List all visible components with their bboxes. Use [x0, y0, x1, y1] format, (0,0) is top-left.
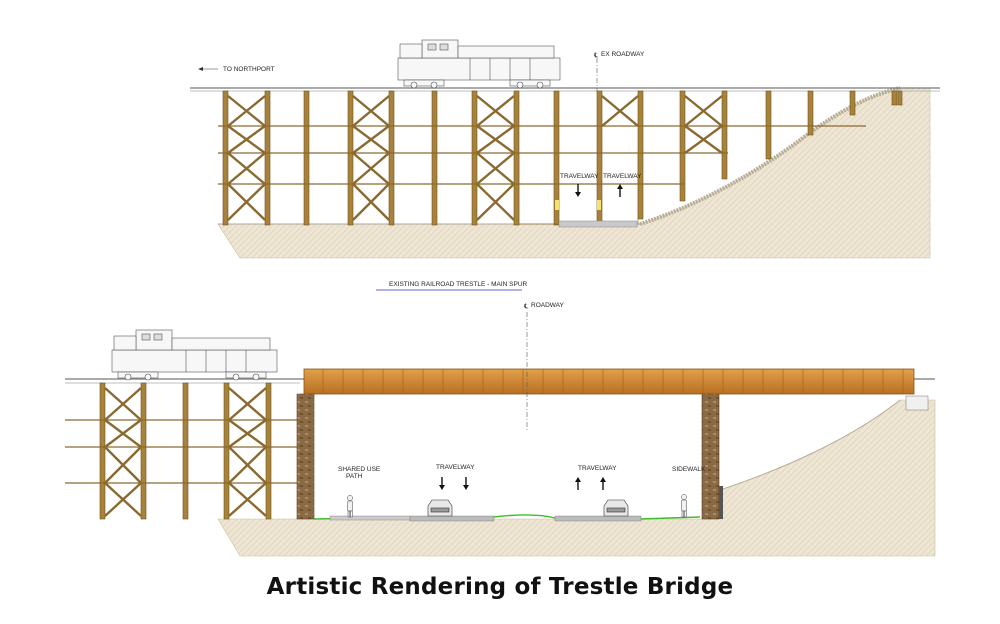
top-travel-arrow-down	[575, 184, 581, 197]
bottom-trestle-bents	[99, 382, 272, 520]
shared-use-path-label-line1: SHARED USE	[338, 466, 381, 473]
top-bent-post	[303, 90, 310, 226]
to-northport-arrowhead	[198, 67, 203, 71]
top-bent-post	[721, 90, 728, 180]
top-locomotive	[397, 39, 561, 89]
pedestrian-sidewalk	[681, 494, 687, 518]
top-bent-post	[222, 90, 229, 226]
sidewalk-label: SIDEWALK	[672, 466, 706, 473]
bottom-travelway-right: TRAVELWAY	[578, 465, 617, 472]
top-road-surface	[558, 220, 638, 228]
top-bent-post	[431, 90, 438, 226]
bottom-road-right	[554, 515, 642, 522]
top-yellow-marker	[555, 200, 559, 210]
top-bent-post	[637, 90, 644, 220]
top-bent-post	[849, 90, 856, 116]
bottom-path-surface	[329, 515, 411, 521]
top-bent-post	[513, 90, 520, 226]
top-horizontal-struts	[218, 125, 866, 185]
top-bent-post	[471, 90, 478, 226]
top-travel-arrow-up	[617, 184, 623, 197]
top-centerline-symbol: ℄	[593, 52, 599, 59]
to-northport-label: TO NORTHPORT	[223, 66, 275, 73]
bottom-travelway-left: TRAVELWAY	[436, 464, 475, 471]
top-travelway-left: TRAVELWAY	[560, 173, 599, 180]
top-yellow-marker	[597, 200, 601, 210]
right-end-block	[905, 395, 929, 411]
top-trestle-bents	[222, 90, 903, 226]
top-bent-post	[347, 90, 354, 226]
top-bent-post	[891, 90, 898, 106]
drawing-title: Artistic Rendering of Trestle Bridge	[266, 574, 734, 600]
top-bent-post	[807, 90, 814, 136]
right-abutment-pier	[701, 393, 720, 520]
deck-girder-lines	[322, 369, 904, 394]
right-abutment-wall	[719, 486, 723, 519]
top-slope-embankment	[639, 86, 901, 226]
car-left	[427, 499, 453, 517]
left-abutment-pier	[296, 393, 315, 520]
bottom-ground-fill	[217, 399, 936, 557]
bottom-travel-arrow-down	[439, 477, 445, 490]
top-bent-post	[765, 90, 772, 160]
top-cross-bracing	[227, 95, 723, 221]
bottom-cross-bracing	[104, 387, 267, 517]
top-bent-post	[679, 90, 686, 202]
bottom-horizontal-struts	[65, 419, 300, 484]
car-right	[603, 499, 629, 517]
bottom-centerline-label: ROADWAY	[531, 302, 565, 309]
existing-trestle-elevation: ℄ EX ROADWAY TO NORTHPORT TRAVELWAY TRAV…	[190, 39, 940, 259]
top-centerline-label: EX ROADWAY	[601, 51, 645, 58]
bottom-travel-arrow-up	[600, 477, 606, 490]
bottom-road-left	[409, 515, 495, 522]
bridge-deck	[303, 368, 915, 395]
bottom-travel-arrow-down	[463, 477, 469, 490]
bottom-travel-arrow-up	[575, 477, 581, 490]
top-bent-post	[388, 90, 395, 226]
top-travelway-right: TRAVELWAY	[603, 173, 642, 180]
shared-use-path-label-line2: PATH	[346, 473, 363, 480]
proposed-bridge-elevation: ℄ ROADWAY SHARED USE PATH TRAVELWAY TRAV…	[65, 302, 936, 557]
top-bent-post	[897, 90, 903, 106]
top-bent-post	[264, 90, 271, 226]
top-bent-post	[553, 90, 560, 226]
bottom-slope-line	[719, 399, 901, 491]
section-caption: EXISTING RAILROAD TRESTLE - MAIN SPUR	[389, 281, 528, 288]
bottom-centerline-symbol: ℄	[523, 303, 529, 310]
pedestrian-path	[347, 495, 353, 518]
bottom-locomotive	[111, 329, 278, 381]
